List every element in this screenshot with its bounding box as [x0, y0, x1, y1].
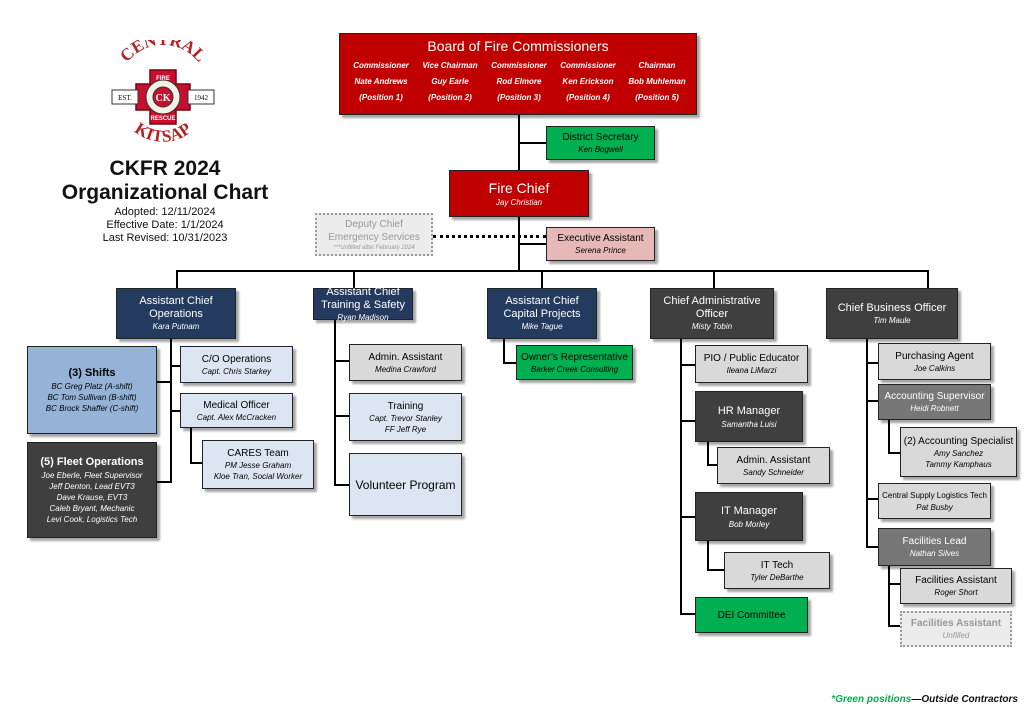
dotted-connector — [433, 235, 546, 238]
connector — [927, 270, 929, 288]
connector — [541, 270, 543, 288]
chart-title: CKFR 2024 Organizational Chart — [50, 157, 280, 205]
training-box: Training Capt. Trevor Stanley FF Jeff Ry… — [349, 393, 462, 441]
facilities-assistant-vacant-box: Facilities Assistant Unfilled — [900, 611, 1012, 647]
hr-admin-assistant-box: Admin. Assistant Sandy Schneider — [717, 447, 830, 484]
connector — [866, 400, 878, 402]
central-kitsap-logo: CENTRAL KITSAP EST. 1942 CK FIRE RESCUE — [98, 30, 228, 152]
board-title: Board of Fire Commissioners — [427, 38, 609, 54]
supply-logistics-box: Central Supply Logistics Tech Pat Busby — [878, 483, 991, 519]
footer-green-text: *Green positions — [831, 694, 912, 705]
connector — [888, 583, 900, 585]
revised-date: Last Revised: 10/31/2023 — [102, 232, 228, 244]
connector — [157, 481, 170, 483]
connector — [503, 339, 505, 364]
volunteer-program-box: Volunteer Program — [349, 453, 462, 516]
title-line-2: Organizational Chart — [61, 181, 269, 204]
cao-box: Chief Administrative Officer Misty Tobin — [650, 288, 774, 339]
accounting-supervisor-box: Accounting Supervisor Heidi Robnett — [878, 384, 991, 420]
shifts-box: (3) Shifts BC Greg Platz (A-shift) BC To… — [27, 346, 157, 434]
connector — [680, 364, 695, 366]
deputy-chief-box: Deputy Chief Emergency Services ***Unfil… — [315, 213, 433, 256]
connector — [866, 362, 878, 364]
ac-operations-box: Assistant Chief Operations Kara Putnam — [116, 288, 236, 339]
connector — [680, 516, 695, 518]
connector — [680, 613, 695, 615]
svg-text:EST.: EST. — [118, 94, 132, 102]
owner-representative-box: Owner’s Representative Barker Creek Cons… — [516, 345, 633, 380]
connector — [866, 339, 868, 548]
connector — [334, 484, 349, 486]
svg-text:1942: 1942 — [194, 94, 209, 102]
connector — [866, 546, 878, 548]
fleet-operations-box: (5) Fleet Operations Joe Eberle, Fleet S… — [27, 442, 157, 538]
svg-text:RESCUE: RESCUE — [150, 116, 175, 122]
district-secretary-box: District Secretary Ken Bogwell — [546, 126, 655, 160]
connector — [190, 428, 192, 464]
connector — [334, 360, 349, 362]
dates-block: Adopted: 12/11/2024 Effective Date: 1/1/… — [50, 206, 280, 245]
cbo-box: Chief Business Officer Tim Maule — [826, 288, 958, 339]
adopted-date: Adopted: 12/11/2024 — [114, 206, 216, 218]
pio-box: PIO / Public Educator Ileana LiMarzi — [695, 345, 808, 383]
connector — [866, 498, 878, 500]
effective-date: Effective Date: 1/1/2024 — [106, 219, 224, 231]
title-line-1: CKFR 2024 — [109, 157, 221, 180]
it-tech-box: IT Tech Tyler DeBarthe — [724, 552, 830, 589]
fire-chief-box: Fire Chief Jay Christian — [449, 170, 589, 217]
svg-text:CENTRAL: CENTRAL — [116, 40, 210, 65]
footer-note: *Green positions—Outside Contractors — [760, 694, 1018, 705]
connector — [176, 270, 178, 288]
facilities-lead-box: Facilities Lead Nathan Silves — [878, 528, 991, 566]
dei-committee-box: DEI Committee — [695, 597, 808, 633]
connector — [518, 243, 546, 245]
training-admin-assistant-box: Admin. Assistant Medina Crawford — [349, 344, 462, 381]
cares-team-box: CARES Team PM Jesse Graham Kloe Tran, So… — [202, 440, 314, 489]
connector — [713, 270, 715, 288]
connector — [334, 415, 349, 417]
connector — [888, 452, 900, 454]
connector — [707, 442, 709, 466]
co-operations-box: C/O Operations Capt. Chris Starkey — [180, 346, 293, 383]
svg-text:CK: CK — [156, 93, 171, 104]
medical-officer-box: Medical Officer Capt. Alex McCracken — [180, 393, 293, 428]
footer-rest-text: —Outside Contractors — [911, 694, 1018, 705]
connector — [503, 362, 516, 364]
connector — [707, 464, 717, 466]
ac-training-box: Assistant Chief Training & Safety Ryan M… — [313, 286, 413, 322]
connector — [888, 625, 900, 627]
connector — [707, 541, 709, 571]
board-of-commissioners: Board of Fire Commissioners Commissioner… — [339, 33, 697, 115]
connector — [888, 566, 890, 627]
connector — [888, 420, 890, 454]
connector — [680, 339, 682, 615]
svg-text:FIRE: FIRE — [156, 76, 170, 82]
executive-assistant-box: Executive Assistant Serena Prince — [546, 227, 655, 261]
connector — [353, 270, 355, 288]
facilities-assistant-box: Facilities Assistant Roger Short — [900, 568, 1012, 604]
purchasing-agent-box: Purchasing Agent Joe Calkins — [878, 343, 991, 380]
connector — [176, 270, 928, 272]
ac-capital-box: Assistant Chief Capital Projects Mike Ta… — [487, 288, 597, 339]
hr-manager-box: HR Manager Samantha Luisi — [695, 391, 803, 442]
connector — [334, 320, 336, 486]
connector — [190, 462, 202, 464]
it-manager-box: IT Manager Bob Morley — [695, 492, 803, 541]
accounting-specialist-box: (2) Accounting Specialist Amy Sanchez Ta… — [900, 427, 1017, 477]
connector — [680, 420, 695, 422]
connector — [170, 365, 180, 367]
connector — [707, 569, 724, 571]
connector — [518, 142, 546, 144]
connector — [157, 381, 170, 383]
connector — [170, 410, 180, 412]
